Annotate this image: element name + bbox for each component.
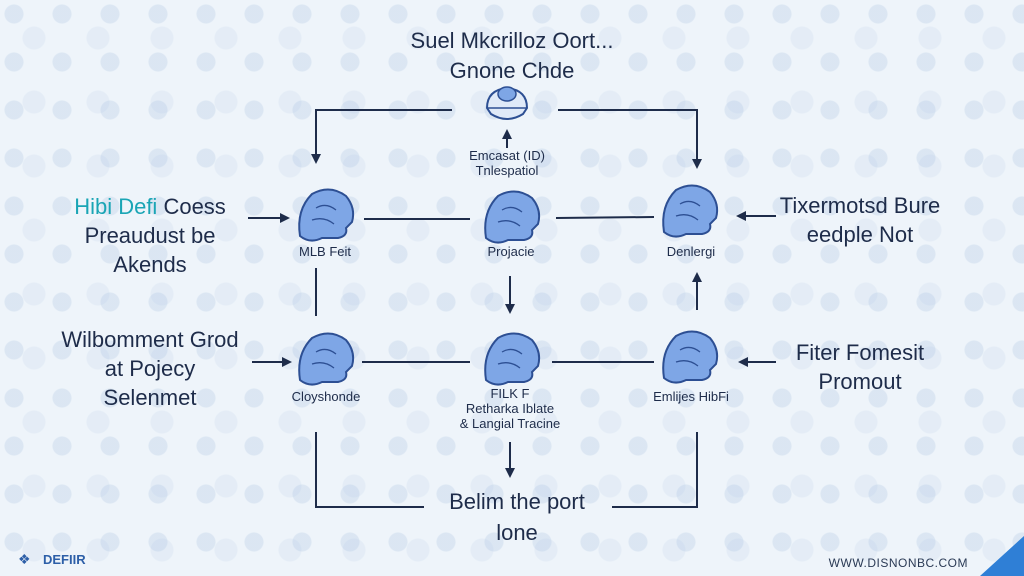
left-side-accent-rest: Coess [157,194,226,219]
right-side-text-2: Fiter Fomesit Promout [754,338,966,396]
connector-top-right [558,109,702,169]
node-label-bottom-center-line-3: & Langial Tracine [459,416,561,431]
connector-bottom-right [612,432,698,508]
connector-top-left [311,109,452,164]
bottom-label: Belim the port lone [392,486,642,548]
node-label-top-left: MLB Feit [298,244,351,259]
title-line-2: Gnone Chde [449,58,575,83]
bottom-label-line-2: lone [496,520,538,545]
left-side-text-1-line-1: Hibi Defi Coess [40,192,260,221]
footer-url: WWW.DISNONBC.COM [828,556,968,570]
node-label-top-center: Projacie [487,244,535,259]
left-side-text-2-line-3: Selenmet [103,385,197,410]
node-label-bottom-center: FILK F Retharka Iblate & Langial Tracine [430,386,590,431]
top-center-label-line-2: Tnlespatiol [475,163,539,178]
left-side-text-1: Hibi Defi Coess Preaudust be Akends [40,192,260,279]
node-label-bottom-center-line-2: Retharka Iblate [465,401,555,416]
link-top-center-right [555,216,655,219]
right-side-text-1-line-2: eedple Not [806,222,914,247]
node-label-bottom-left: Cloyshonde [291,389,361,404]
title-line-1: Suel Mkcrilloz Oort... [410,28,614,53]
top-center-label: Emcasat (ID) Tnlespatiol [430,148,584,178]
left-side-text-1-line-3: Akends [113,252,187,277]
node-label-bottom-right: Emlijes HibFi [653,389,729,404]
left-side-text-1-line-2: Preaudust be [84,223,216,248]
head-silhouette-icon [484,332,541,386]
node-label-bottom-center-line-1: FILK F [490,386,530,401]
connector-bottom-left [315,432,424,508]
left-side-text-2-line-2: at Pojecy [104,356,196,381]
corner-accent [980,536,1024,576]
bottom-label-line-1: Belim the port [449,489,585,514]
head-silhouette-icon [298,188,355,242]
right-side-text-1: Tixermotsd Bure eedple Not [754,191,966,249]
left-side-text-2: Wilbomment Grod at Pojecy Selenmet [40,325,260,412]
top-center-label-line-1: Emcasat (ID) [469,148,545,163]
left-side-text-2-line-1: Wilbomment Grod [61,327,239,352]
head-silhouette-icon [484,190,541,244]
head-silhouette-icon [662,184,719,238]
right-side-text-2-line-2: Promout [818,369,902,394]
node-label-top-right: Denlergi [666,244,716,259]
brand-name: DEFIIR [43,551,86,567]
right-side-text-2-line-1: Fiter Fomesit [795,340,925,365]
brand-logo: ❖ DEFIIR [18,550,86,568]
left-side-accent: Hibi Defi [74,194,158,219]
head-silhouette-icon [662,330,719,384]
defi-logo-icon: ❖ [18,551,31,567]
right-side-text-1-line-1: Tixermotsd Bure [779,193,941,218]
head-silhouette-icon [298,332,355,386]
helmet-icon [485,86,529,120]
